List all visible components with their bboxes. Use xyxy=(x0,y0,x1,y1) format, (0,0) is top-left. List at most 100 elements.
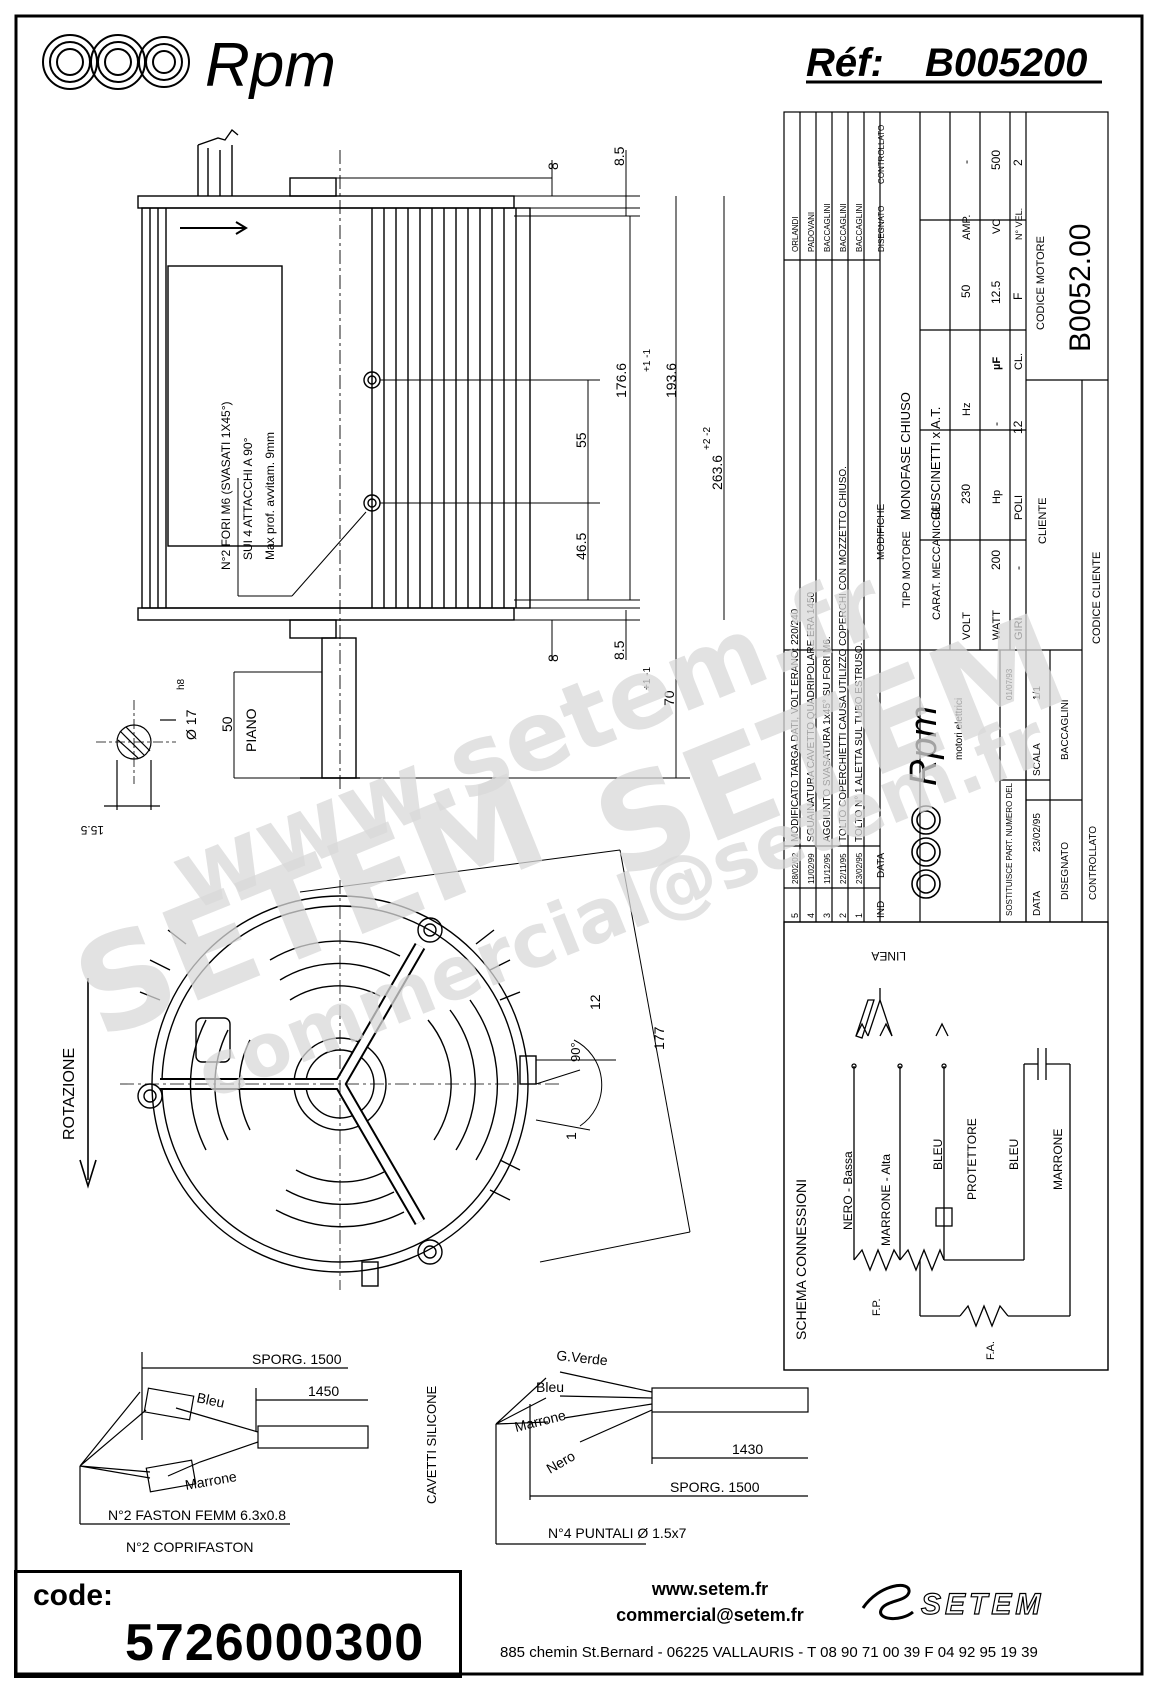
rev-date: 28/02/02 xyxy=(791,852,800,884)
rotazione-label: ROTAZIONE xyxy=(61,1048,78,1140)
dim-176: 176.6 xyxy=(613,363,629,398)
rev-by: BACCAGLINI xyxy=(839,204,848,252)
rev-text: TOLTO COPERCHIETTI CAUSA UTILIZZO COPERC… xyxy=(838,466,849,842)
rev-text: MODIFICATO TARGA DATI, VOLT ERANO: 220/2… xyxy=(790,608,801,842)
ref-label: Réf: xyxy=(806,41,884,85)
amp-label: AMP. xyxy=(961,215,973,240)
bleu1-label: BLEU xyxy=(931,1139,945,1170)
rev-by: BACCAGLINI xyxy=(823,204,832,252)
rev-by: ORLANDI xyxy=(791,216,800,252)
revision-row: 1 23/02/95 TOLTO N° 1 ALETTA SUL TUBO ES… xyxy=(854,204,865,918)
reference: Réf: B005200 xyxy=(806,41,1102,85)
dim-8-top: 8 xyxy=(545,162,561,170)
dim-85-top: 8.5 xyxy=(611,146,627,166)
footer-contacts: www.setem.fr commercial@setem.fr xyxy=(500,1576,920,1628)
cable-right-drawing xyxy=(495,1371,809,1545)
carat-label: CARAT. MECCANICHE xyxy=(931,505,943,620)
dim-2636-tol: +2 -2 xyxy=(702,426,713,450)
cl-value: F xyxy=(1011,293,1025,300)
poli-label: POLI xyxy=(1013,495,1025,520)
sost-date: 01/07/93 xyxy=(1005,668,1014,700)
rev-date: 22/11/95 xyxy=(839,853,848,884)
giri-label: GIRI xyxy=(1013,617,1025,640)
code-value: 5726000300 xyxy=(125,1614,425,1672)
setem-brand-text: SETEM xyxy=(921,1588,1044,1621)
footer-email[interactable]: commercial@setem.fr xyxy=(616,1605,804,1625)
cliente-label: CLIENTE xyxy=(1037,498,1049,544)
cable-left-marrone: Marrone xyxy=(184,1468,238,1493)
rev-header-modifiche: MODIFICHE xyxy=(876,504,887,560)
watt-label: WATT xyxy=(991,610,1003,640)
revision-row: 4 11/02/99 SGUAINATURA CAVETTO QUADRIPOL… xyxy=(806,212,817,918)
rev-header-ind: IND xyxy=(876,901,887,918)
dim-12: 12 xyxy=(587,994,603,1010)
revision-table: IND DATA MODIFICHE DISEGNATO CONTROLLATO xyxy=(876,125,887,918)
revision-row: 5 28/02/02 MODIFICATO TARGA DATI, VOLT E… xyxy=(790,216,801,918)
cable-left-length: 1450 xyxy=(308,1383,339,1399)
hz-value: 50 xyxy=(959,284,973,298)
rev-date: 11/02/99 xyxy=(807,853,816,884)
title-brand: Rpm xyxy=(903,706,945,786)
nero-bassa-label: NERO - Bassa xyxy=(841,1151,855,1230)
cable-right-bleu: Bleu xyxy=(536,1379,564,1395)
schema-title: SCHEMA CONNESSIONI xyxy=(793,1179,809,1340)
brand-name: Rpm xyxy=(205,31,336,100)
side-view-dim-labels: 8 8.5 176.6 193.6 +1 -1 263.6 +2 -2 55 4… xyxy=(219,146,725,752)
vc-label: VC xyxy=(991,219,1003,234)
faston-label: N°2 FASTON FEMM 6.3x0.8 xyxy=(108,1507,286,1523)
schema-connessioni xyxy=(783,921,1109,1371)
dim-1: 1 xyxy=(563,1132,579,1140)
coprifaston-label: N°2 COPRIFASTON xyxy=(126,1539,253,1555)
shaft-tolerance: h8 xyxy=(176,678,187,690)
rev-ind: 3 xyxy=(822,913,832,918)
schema-labels: SCHEMA CONNESSIONI LINEA NERO - Bassa MA… xyxy=(793,949,1065,1360)
puntali-label: N°4 PUNTALI Ø 1.5x7 xyxy=(548,1525,687,1541)
codice-motore-value: B0052.00 xyxy=(1064,224,1097,352)
marrone-label: MARRONE xyxy=(1051,1129,1065,1190)
dim-70-tol: +1 -1 xyxy=(642,666,653,690)
hp-value: - xyxy=(989,422,1003,426)
note-line-2: SUI 4 ATTACCHI A 90° xyxy=(241,437,255,560)
footer-website[interactable]: www.setem.fr xyxy=(651,1579,769,1599)
title-block: Rpm motori elettrici SOSTITUISCE PART. N… xyxy=(903,668,1099,916)
dim-90: 90° xyxy=(568,1042,583,1062)
dim-177: 177 xyxy=(651,1026,667,1050)
dim-55: 55 xyxy=(573,432,589,448)
rev-ind: 5 xyxy=(790,913,800,918)
dim-1936-tol: +1 -1 xyxy=(642,348,653,372)
cable-right-gverde: G.Verde xyxy=(556,1347,609,1368)
motor-side-view xyxy=(137,128,531,790)
rev-header-data: DATA xyxy=(876,852,887,878)
title-subtitle: motori elettrici xyxy=(954,698,965,760)
linea-label: LINEA xyxy=(871,949,906,963)
amp-value: - xyxy=(959,160,973,164)
rev-by: BACCAGLINI xyxy=(855,204,864,252)
nvel-label: N° VEL. xyxy=(1014,208,1024,240)
dim-50: 50 xyxy=(219,716,235,732)
codice-motore-label: CODICE MOTORE xyxy=(1035,236,1047,330)
swoosh-icon xyxy=(861,1583,914,1620)
note-line-3: Max prof. avvitam. 9mm xyxy=(263,432,277,560)
scala-value: 1/1 xyxy=(1032,686,1043,700)
cable-right-nero: Nero xyxy=(544,1447,578,1476)
rpm-logo: Rpm xyxy=(42,31,336,100)
tipo-motore-value: MONOFASE CHIUSO xyxy=(898,392,913,520)
data-label: DATA xyxy=(1032,890,1043,916)
revision-rows: 5 28/02/02 MODIFICATO TARGA DATI, VOLT E… xyxy=(790,204,865,918)
rev-ind: 2 xyxy=(838,913,848,918)
side-view-dimensions xyxy=(233,150,725,779)
cl-label: CL. xyxy=(1013,353,1025,370)
dim-1936: 193.6 xyxy=(663,363,679,398)
volt-value: 230 xyxy=(959,484,973,504)
cavetti-label: CAVETTI SILICONE xyxy=(424,1385,439,1504)
rev-ind: 1 xyxy=(854,913,864,918)
shaft-section xyxy=(96,700,176,810)
codice-cliente-label: CODICE CLIENTE xyxy=(1091,552,1103,644)
piano-label: PIANO xyxy=(243,708,259,752)
note-line-1: N°2 FORI M6 (SVASATI 1X45°) xyxy=(219,401,233,570)
uf-value: 12.5 xyxy=(989,280,1003,304)
rev-header-disegnato: DISEGNATO xyxy=(877,206,886,252)
sostituisce-label: SOSTITUISCE PART. NUMERO DEL xyxy=(1005,782,1014,916)
poli-value: 12 xyxy=(1011,420,1025,434)
